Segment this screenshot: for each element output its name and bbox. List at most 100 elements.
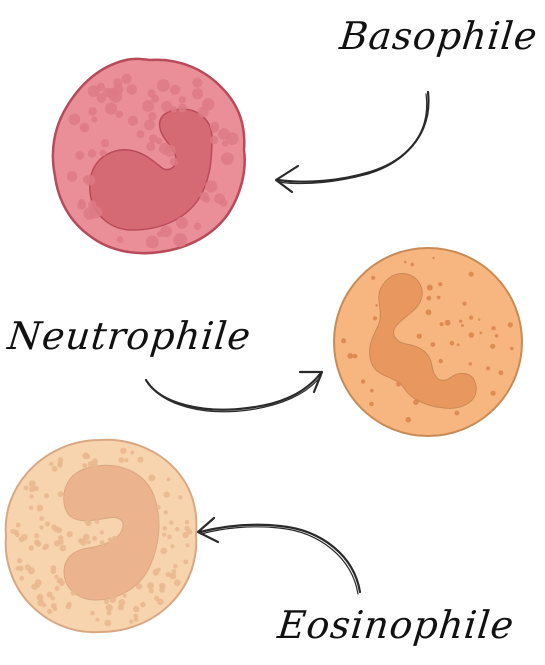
granule-dot [185,543,189,547]
granule-dot [83,534,90,541]
granule-dot [57,462,62,467]
granule-dot [85,519,91,525]
granule-dot [112,536,117,541]
granule-dot [146,142,155,151]
granule-dot [210,136,218,144]
granule-dot [480,332,483,335]
granule-dot [19,576,24,581]
granule-dot [440,322,444,326]
granule-dot [24,486,29,491]
granule-dot [60,582,64,586]
granule-dot [29,545,34,550]
arrow-to-neutrophile [146,372,322,412]
granule-dot [29,494,33,498]
granule-dot [463,302,467,306]
granule-dot [469,316,473,320]
granule-dot [411,263,414,266]
granule-dot [170,573,177,580]
granule-dot [138,457,144,463]
granule-dot [37,505,44,512]
granule-dot [426,309,432,315]
granule-dot [375,304,378,307]
granule-dot [15,532,20,537]
granule-dot [149,588,154,593]
granule-dot [164,492,170,498]
granule-dot [45,521,50,526]
granule-dot [432,257,434,259]
granule-dot [39,525,43,529]
granule-dot [42,603,46,607]
granule-dot [90,611,95,616]
granule-dot [75,151,84,160]
granule-dot [417,334,422,339]
granule-dot [60,545,67,552]
arrow-to-basophile [276,92,428,192]
granule-dot [119,457,125,463]
granule-dot [49,462,53,466]
granule-dot [136,583,142,589]
granule-dot [220,199,228,207]
granule-dot [439,359,443,363]
granule-dot [104,599,109,604]
granule-dot [211,125,219,133]
granule-dot [88,461,94,467]
granule-dot [176,217,188,229]
granule-dot [92,536,97,541]
granule-dot [88,200,96,208]
granule-dot [427,296,432,301]
granule-dot [78,538,83,543]
granule-dot [58,457,64,463]
granule-dot [44,493,49,498]
granule-dot [427,285,433,291]
granule-dot [457,343,460,346]
granule-dot [170,158,178,166]
granule-dot [18,566,24,572]
granule-dot [105,103,117,115]
granule-dot [175,527,180,532]
granule-dot [118,599,125,606]
granule-dot [160,548,167,555]
granule-dot [499,370,504,375]
granule-dot [51,596,55,600]
granule-dot [107,88,119,100]
granule-dot [66,604,71,609]
granule-dot [116,111,123,118]
granule-dot [361,379,365,383]
granule-dot [373,316,377,320]
granule-dot [113,78,122,87]
granule-dot [58,491,64,497]
granule-dot [128,116,138,126]
arrow-to-eosinophile [198,518,360,594]
granule-dot [84,175,95,186]
granule-dot [122,74,132,84]
granule-dot [455,411,460,416]
granule-dot [437,296,441,300]
granule-dot [183,560,188,565]
granule-dot [54,540,60,546]
granule-dot [39,516,44,521]
granule-dot [167,477,171,481]
granule-dot [508,322,513,327]
granule-dot [97,93,107,103]
granule-dot [430,342,435,347]
granule-dot [353,354,358,359]
granule-dot [123,594,127,598]
granule-dot [495,334,499,338]
granule-dot [194,223,201,230]
granule-dot [163,526,168,531]
granule-dot [54,575,58,579]
granule-dot [156,138,162,144]
granule-dot [205,180,217,192]
granule-dot [130,451,134,455]
granule-dot [406,417,412,423]
granule-dot [88,107,96,115]
granule-dot [55,586,60,591]
granule-dot [100,540,105,545]
granule-dot [182,532,188,538]
granule-dot [80,123,90,133]
granule-dot [162,533,166,537]
granule-dot [164,510,168,514]
granule-dot [44,544,50,550]
granule-dot [105,620,112,627]
granule-dot [396,382,401,387]
